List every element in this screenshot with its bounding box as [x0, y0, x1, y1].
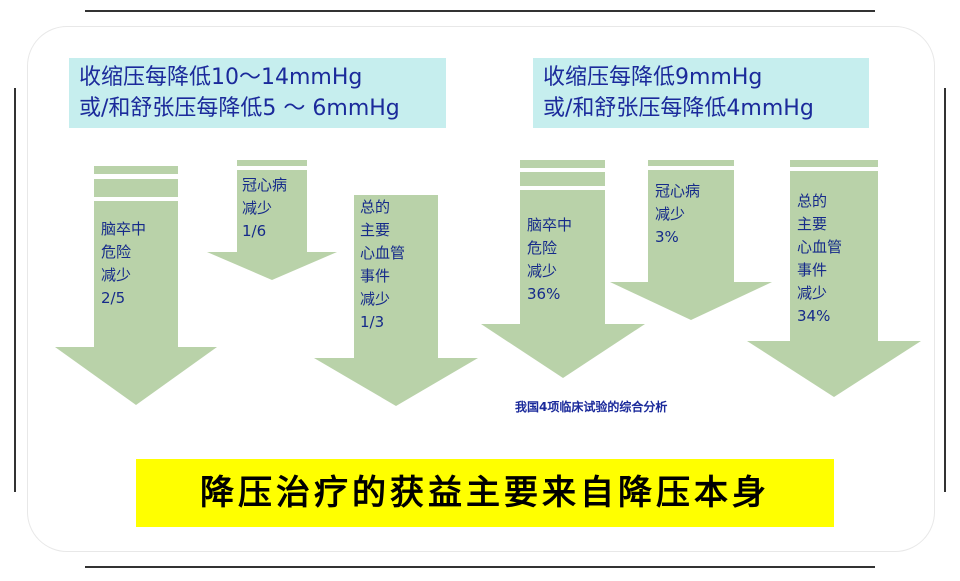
arrow-stripe	[648, 160, 734, 166]
arrow-head	[314, 358, 478, 406]
header-left-line1: 收缩压每降低10～14mmHg	[79, 65, 363, 90]
arrow-label-line: 心血管	[360, 244, 406, 262]
arrow-head	[207, 252, 337, 280]
arrow-stripe	[237, 160, 307, 166]
arrow-head	[747, 341, 921, 397]
arrow-body	[354, 195, 438, 358]
arrow-stripe	[94, 166, 178, 174]
arrow-head	[610, 282, 772, 320]
arrow-label-line: 1/6	[242, 222, 267, 240]
header-right: 收缩压每降低9mmHg 或/和舒张压每降低4mmHg	[533, 58, 869, 128]
conclusion-banner: 降压治疗的获益主要来自降压本身	[136, 459, 834, 527]
top-rule	[85, 10, 875, 12]
header-right-line1: 收缩压每降低9mmHg	[543, 65, 763, 90]
arrow-label-line: 心血管	[797, 238, 843, 256]
right-edge-bar	[944, 88, 946, 492]
header-left-line2: 或/和舒张压每降低5 ～ 6mmHg	[79, 96, 400, 121]
arrow-label-line: 冠心病	[242, 176, 288, 194]
arrow-label: 总的 主要 心血管 事件 减少 34%	[797, 190, 842, 328]
arrow-label-line: 3%	[655, 228, 679, 246]
arrow-label: 脑卒中 危险 减少 36%	[527, 214, 572, 306]
arrow-label-line: 减少	[360, 290, 391, 308]
arrow-label: 冠心病 减少 1/6	[242, 174, 287, 243]
arrow-label-line: 减少	[655, 205, 686, 223]
arrow-label-line: 危险	[101, 243, 132, 261]
arrow-label-line: 减少	[527, 262, 558, 280]
arrow-label-line: 总的	[797, 192, 828, 210]
arrow-label: 脑卒中 危险 减少 2/5	[101, 218, 146, 310]
arrow-label-line: 冠心病	[655, 182, 701, 200]
arrow-label-line: 脑卒中	[527, 216, 573, 234]
source-note: 我国4项临床试验的综合分析	[515, 400, 668, 414]
arrow-body	[790, 171, 878, 341]
arrow-body	[94, 201, 178, 347]
arrow-stripe	[520, 160, 605, 168]
arrow-label-line: 36%	[527, 285, 561, 303]
left-edge-bar	[14, 88, 16, 492]
arrow-label-line: 1/3	[360, 313, 385, 331]
arrow-label: 冠心病 减少 3%	[655, 180, 700, 249]
arrow-label-line: 34%	[797, 307, 831, 325]
arrow-stripe	[94, 179, 178, 197]
arrow-label-line: 脑卒中	[101, 220, 147, 238]
arrow-label-line: 2/5	[101, 289, 126, 307]
arrow-body	[520, 190, 605, 324]
arrow-label-line: 危险	[527, 239, 558, 257]
arrow-label-line: 减少	[101, 266, 132, 284]
arrow-head	[481, 324, 645, 378]
arrow-label-line: 减少	[242, 199, 273, 217]
arrow-label-line: 主要	[797, 215, 828, 233]
arrow-label-line: 事件	[360, 267, 391, 285]
header-left: 收缩压每降低10～14mmHg 或/和舒张压每降低5 ～ 6mmHg	[69, 58, 446, 128]
arrow-stripe	[520, 172, 605, 186]
arrow-label-line: 总的	[360, 198, 391, 216]
arrow-label-line: 减少	[797, 284, 828, 302]
arrow-stripe	[790, 160, 878, 167]
arrow-head	[55, 347, 217, 405]
bottom-rule	[85, 566, 875, 568]
arrow-label-line: 事件	[797, 261, 828, 279]
arrow-label: 总的 主要 心血管 事件 减少 1/3	[360, 196, 405, 334]
arrow-body	[648, 170, 734, 282]
header-right-line2: 或/和舒张压每降低4mmHg	[543, 96, 814, 121]
arrow-label-line: 主要	[360, 221, 391, 239]
arrow-body	[237, 170, 307, 252]
